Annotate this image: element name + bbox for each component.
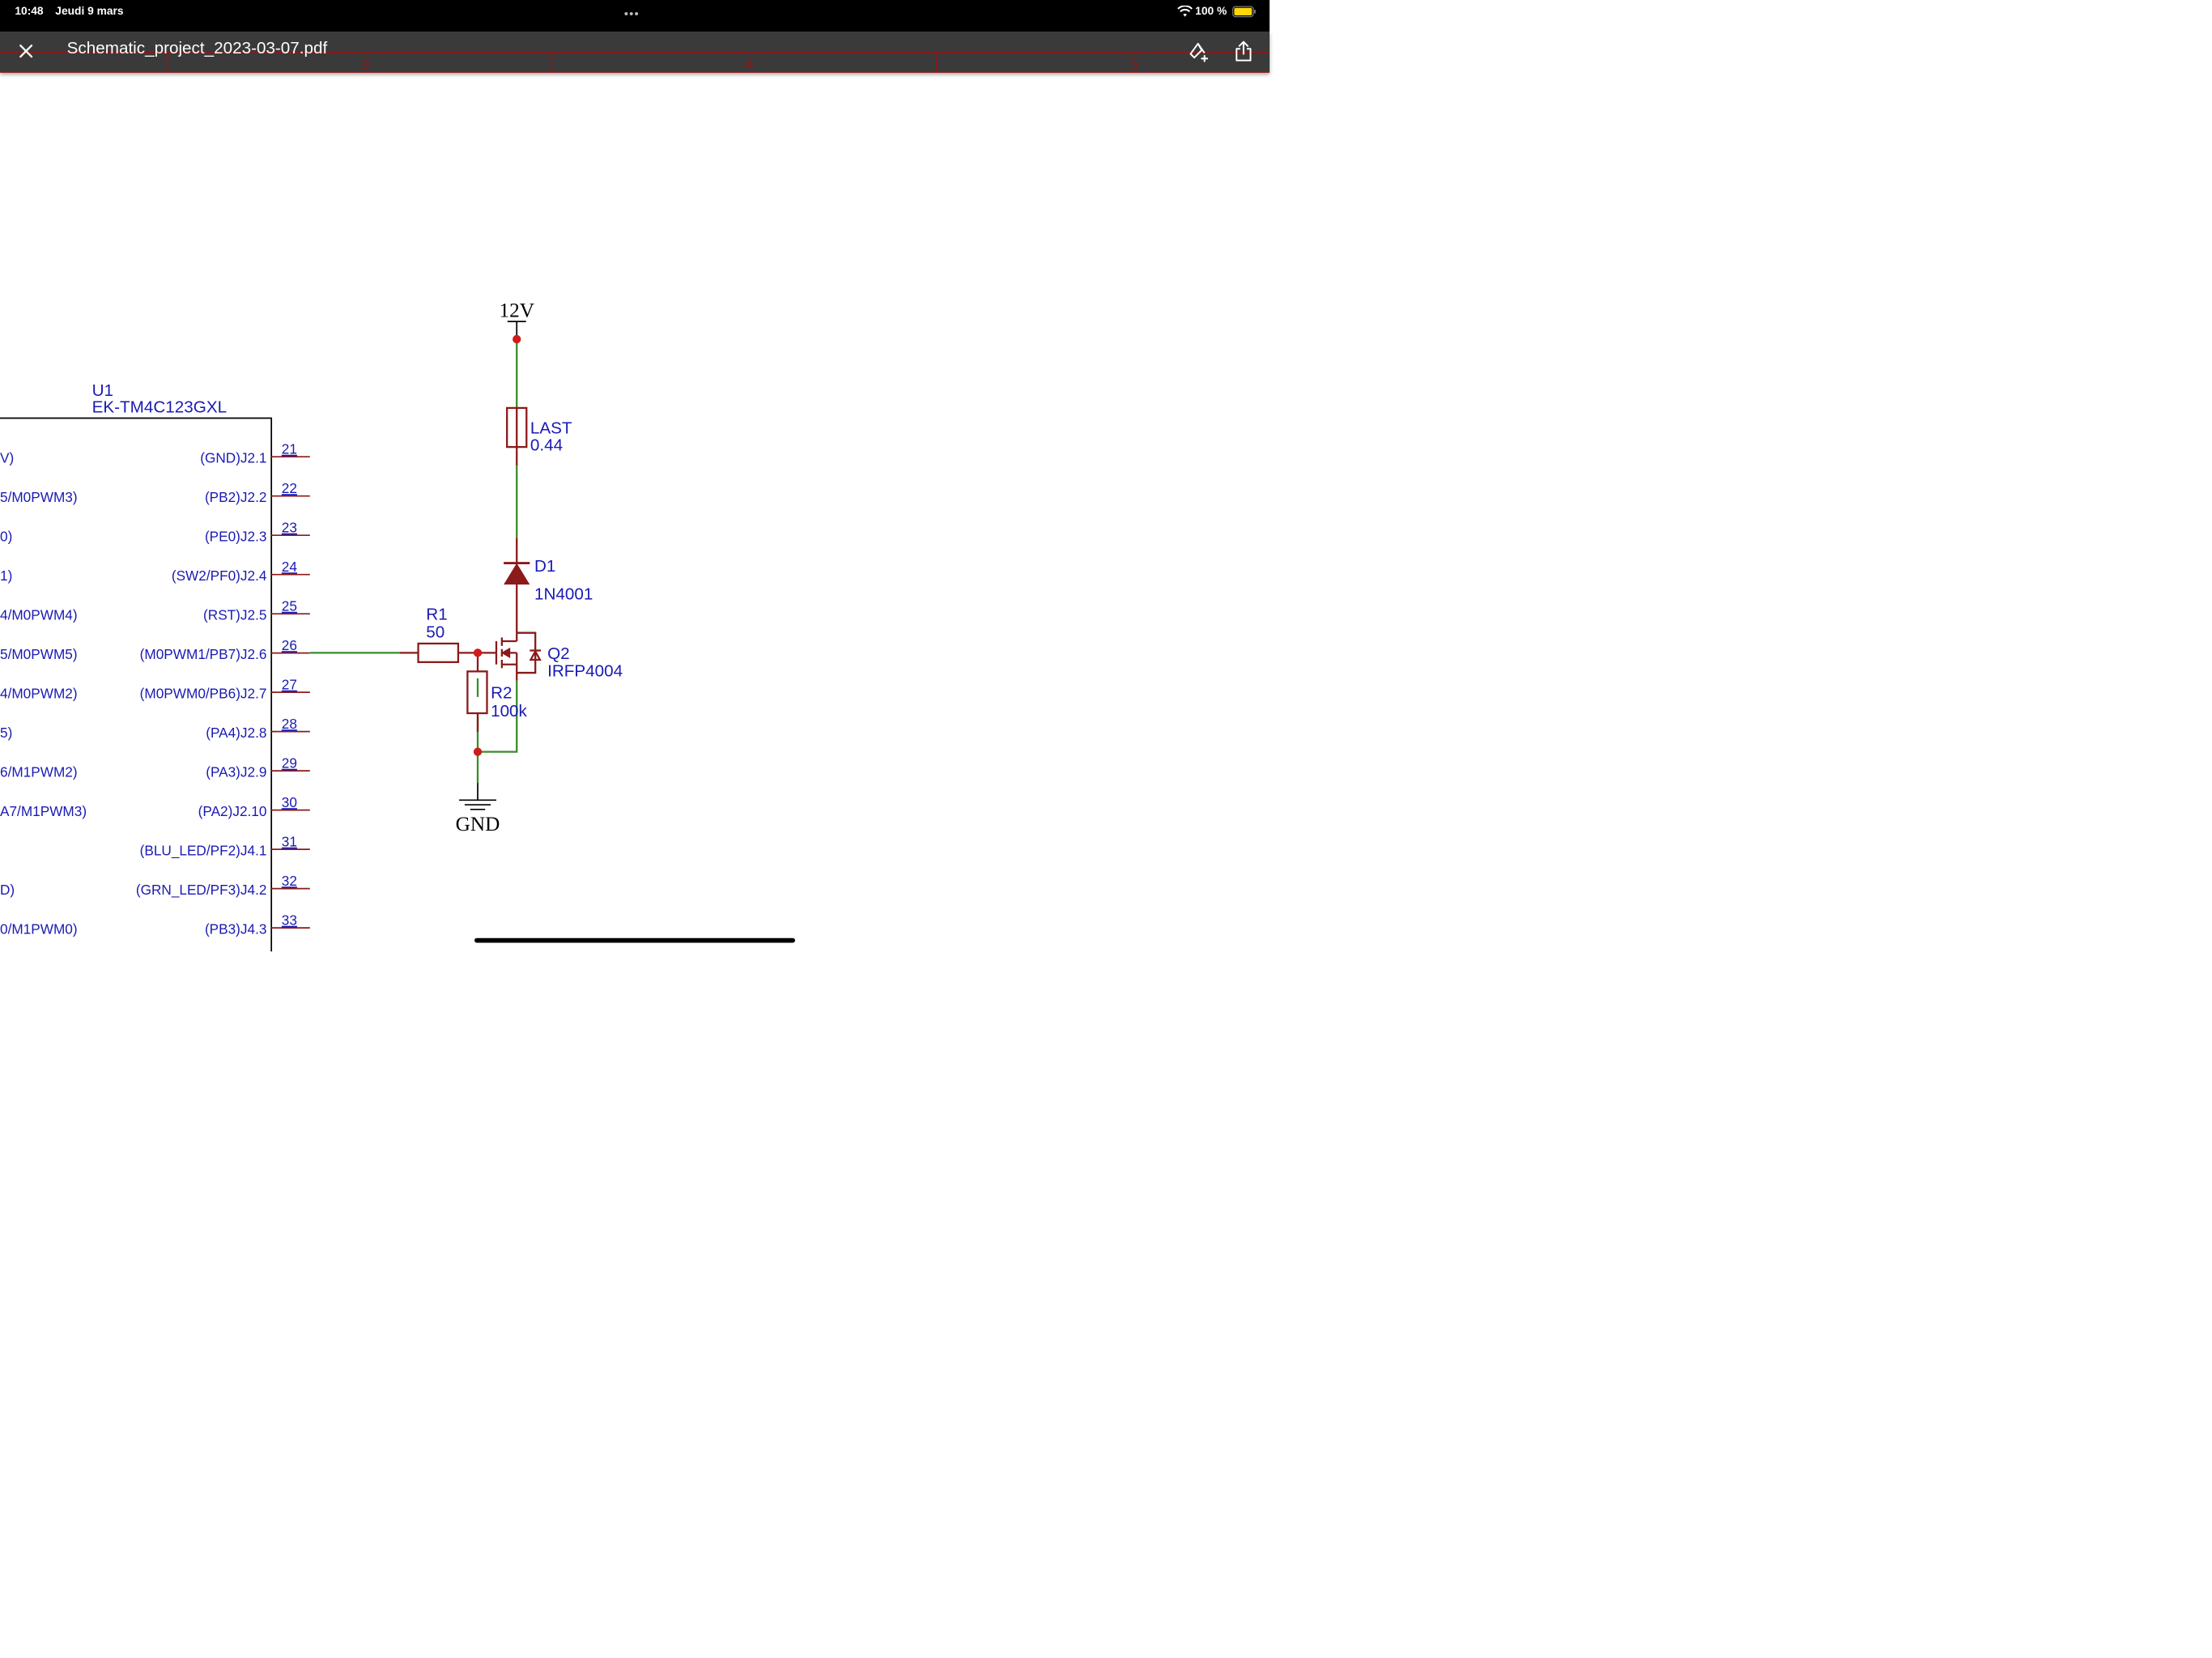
battery-icon [1232,6,1257,20]
left-pin-label: V) [0,450,14,466]
pin-label: (PB2)J2.2 [205,489,267,505]
pin-number: 26 [282,637,297,653]
pin-label: (M0PWM0/PB6)J2.7 [140,686,267,702]
power-symbol-12v: 12V [499,299,534,344]
pin-label: (PB3)J4.3 [205,921,267,937]
status-bar: 10:48 Jeudi 9 mars ••• 100 % [0,0,1270,32]
diode-ref: D1 [534,557,555,576]
load-value: 0.44 [530,436,563,455]
pin-number: 21 [282,441,297,457]
pdf-viewer-screen: 10:48 Jeudi 9 mars ••• 100 % Schematic_ [0,0,1270,952]
share-button[interactable] [1230,38,1257,66]
markup-button[interactable] [1185,38,1213,66]
component-leads [399,407,518,732]
left-pin-label: 1) [0,568,12,584]
r2-ref: R2 [491,684,512,703]
pin-number: 29 [282,755,297,772]
diode-value: 1N4001 [534,585,593,603]
left-pin-label: 6/M1PWM2) [0,764,78,780]
pin-number: 27 [282,677,297,693]
wires [309,338,518,784]
r2-value: 100k [491,702,527,721]
u1-pins: 21 (GND)J2.1 V) 22 (PB2)J2.2 5/M0PWM3) 23 (PE0)… [0,441,310,937]
ground-label: GND [456,813,500,835]
status-date: Jeudi 9 mars [55,4,124,18]
pin-label: (RST)J2.5 [203,607,266,623]
r1-value: 50 [426,623,445,641]
left-pin-label: 0) [0,529,12,545]
pin-number: 28 [282,716,297,732]
pin-number: 24 [282,559,298,575]
status-time: 10:48 [15,4,44,18]
mosfet-q2: Q2 IRFP4004 [495,631,623,681]
ground-symbol: GND [456,783,500,835]
close-button[interactable] [12,38,40,66]
pin-number: 23 [282,520,297,536]
wifi-icon [1177,5,1193,20]
frame-column-3: 3 [361,56,370,74]
left-pin-label: D) [0,882,15,898]
resistor-r2: R2 100k [466,670,528,721]
left-pin-label: 5/M0PWM3) [0,489,78,505]
frame-column-4: 4 [745,56,754,74]
pin-number: 25 [282,598,297,614]
share-icon [1234,40,1253,64]
schematic-canvas: 3 4 5 U1 EK-TM4C123GXL 21 (GND)J2.1 V) 22 (P… [0,51,1270,952]
left-pin-label: 5/M0PWM5) [0,646,78,662]
q2-value: IRFP4004 [547,662,623,681]
load-ref: LAST [530,419,572,437]
home-indicator[interactable] [474,937,796,943]
pin-number: 30 [282,794,297,810]
close-icon [19,44,33,61]
pin-label: (M0PWM1/PB7)J2.6 [140,646,267,662]
pin-label: (PA2)J2.10 [198,803,267,819]
drawing-frame: 3 4 5 [0,51,1270,74]
power-label: 12V [499,299,534,321]
u1-ref: U1 [92,381,113,400]
resistor-r1: R1 50 [417,606,460,664]
pin-label: (PA4)J2.8 [206,725,266,741]
pin-label: (GND)J2.1 [200,450,266,466]
left-pin-label: 0/M1PWM0) [0,921,78,937]
pin-label: (GRN_LED/PF3)J4.2 [136,882,267,898]
pin-label: (SW2/PF0)J2.4 [172,568,267,584]
junction-dots [473,648,483,756]
r1-ref: R1 [426,606,447,624]
pin-label: (PE0)J2.3 [205,529,267,545]
left-pin-label: A7/M1PWM3) [0,803,87,819]
battery-percentage: 100 % [1195,4,1227,18]
markup-icon [1188,40,1210,64]
u1-name: EK-TM4C123GXL [92,398,227,417]
document-title: Schematic_project_2023-03-07.pdf [66,38,328,57]
load-resistor-last: LAST 0.44 [506,406,572,455]
pin-number: 22 [282,480,297,496]
pin-number: 33 [282,912,297,929]
pin-number: 32 [282,873,297,889]
left-pin-label: 4/M0PWM4) [0,607,78,623]
multitasking-dots-icon[interactable]: ••• [623,6,640,21]
left-pin-label: 5) [0,725,12,741]
pin-label: (PA3)J2.9 [206,764,266,780]
pin-label: (BLU_LED/PF2)J4.1 [140,843,267,859]
frame-column-5: 5 [1130,56,1139,74]
diode-d1: D1 1N4001 [504,557,593,603]
q2-ref: Q2 [547,644,570,663]
left-pin-label: 4/M0PWM2) [0,686,78,702]
u1-component: U1 EK-TM4C123GXL 21 (GND)J2.1 V) 22 (PB2)J2.… [0,381,310,952]
pin-number: 31 [282,834,297,850]
